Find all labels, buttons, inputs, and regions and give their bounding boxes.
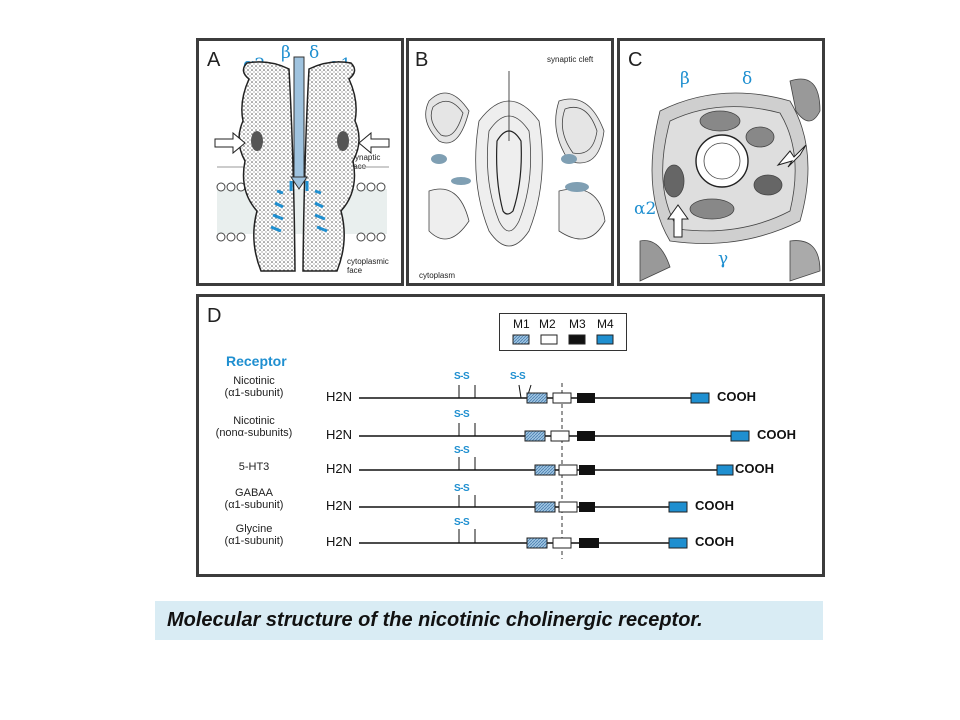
row5-cterm: COOH bbox=[695, 534, 734, 549]
row3-disulfide: S-S bbox=[454, 445, 470, 456]
cytoplasmic-face-label: cytoplasmic face bbox=[347, 257, 389, 275]
row2-nterm: H2N bbox=[326, 427, 353, 442]
panel-c-letter: C bbox=[628, 49, 643, 71]
row5-disulfide: S-S bbox=[454, 517, 470, 528]
row2-cterm: COOH bbox=[757, 427, 796, 442]
legend-m1-label: M1 bbox=[513, 317, 530, 331]
panel-b-letter: B bbox=[415, 49, 429, 71]
label-c-gamma: γ bbox=[718, 249, 729, 269]
row5-nterm: H2N bbox=[326, 534, 353, 549]
receptor-side-view-illustration bbox=[214, 56, 390, 272]
row1-name: Nicotinic bbox=[233, 375, 275, 387]
label-c-beta: β bbox=[680, 69, 690, 89]
arrow-left-icon bbox=[214, 131, 246, 155]
legend-m2-label: M2 bbox=[539, 317, 556, 331]
membrane-lipid-bilayer bbox=[216, 166, 389, 242]
panel-d-letter: D bbox=[207, 305, 222, 327]
density-map-top-view bbox=[639, 78, 821, 282]
row4-name: GABAA bbox=[235, 487, 273, 499]
row1-nterm: H2N bbox=[326, 389, 353, 404]
figure-caption: Molecular structure of the nicotinic cho… bbox=[155, 601, 823, 640]
row5-label: Glycine (α1-subunit) bbox=[199, 523, 309, 547]
arrow-diagonal-icon bbox=[776, 144, 807, 168]
cytoplasm-label: cytoplasm bbox=[419, 271, 456, 280]
panel-b: B synaptic cleft cytoplasm bbox=[406, 38, 614, 286]
row3-nterm: H2N bbox=[326, 461, 353, 476]
row4-disulfide: S-S bbox=[454, 483, 470, 494]
row3-cterm: COOH bbox=[735, 461, 774, 476]
row1-disulfide: S-S bbox=[454, 371, 470, 382]
legend-box bbox=[499, 313, 627, 351]
row4-subunit: (α1-subunit) bbox=[224, 499, 284, 511]
transmembrane-helices bbox=[270, 181, 328, 233]
label-delta: δ bbox=[309, 43, 320, 63]
row2-label: Nicotinic (nonα-subunits) bbox=[199, 415, 309, 439]
receptor-heading: Receptor bbox=[226, 353, 287, 369]
row5-name: Glycine bbox=[235, 523, 273, 535]
arrow-right-icon bbox=[358, 131, 390, 155]
row1-disulfide-extra: S-S bbox=[510, 371, 526, 382]
subunit-alpha2-shape bbox=[238, 61, 296, 272]
row4-nterm: H2N bbox=[326, 498, 353, 513]
row1-cterm: COOH bbox=[717, 389, 756, 404]
panel-d: D M1 M2 M3 M4 Receptor Nicotinic (α1-sub… bbox=[196, 294, 825, 577]
legend-m4-label: M4 bbox=[597, 317, 614, 331]
row5-subunit: (α1-subunit) bbox=[224, 535, 284, 547]
row4-cterm: COOH bbox=[695, 498, 734, 513]
row1-label: Nicotinic (α1-subunit) bbox=[199, 375, 309, 399]
arrow-up-icon bbox=[667, 204, 689, 238]
row3-name: 5-HT3 bbox=[238, 461, 270, 473]
panel-a-letter: A bbox=[207, 49, 221, 71]
label-beta: β bbox=[281, 43, 291, 63]
density-map-side-view bbox=[425, 71, 606, 247]
subunit-alpha1-shape bbox=[302, 61, 360, 272]
row2-subunit: (nonα-subunits) bbox=[215, 427, 293, 439]
row2-name: Nicotinic bbox=[233, 415, 275, 427]
row2-disulfide: S-S bbox=[454, 409, 470, 420]
panel-a: A α2 β δ α1 synaptic face cytoplasmic fa… bbox=[196, 38, 404, 286]
label-c-delta: δ bbox=[742, 69, 753, 89]
panel-c: C β δ α2 α1 γ bbox=[617, 38, 825, 286]
row1-subunit: (α1-subunit) bbox=[224, 387, 284, 399]
row4-label: GABAA (α1-subunit) bbox=[199, 487, 309, 511]
subunit-topology-diagram bbox=[359, 334, 750, 559]
row3-label: 5-HT3 bbox=[199, 461, 309, 473]
synaptic-cleft-label: synaptic cleft bbox=[547, 55, 594, 64]
legend-m3-label: M3 bbox=[569, 317, 586, 331]
label-c-alpha2: α2 bbox=[634, 199, 657, 219]
